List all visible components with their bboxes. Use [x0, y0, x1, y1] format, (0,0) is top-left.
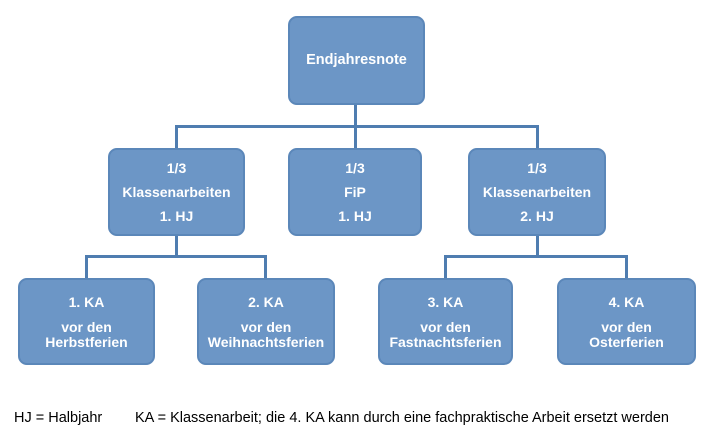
- node-ka1-herbstferien: 1. KA vor den Herbstferien: [18, 278, 155, 365]
- node-endjahresnote: Endjahresnote: [288, 16, 425, 105]
- node-ka2-weihnachtsferien: 2. KA vor den Weihnachtsferien: [197, 278, 335, 365]
- node-line: 1/3: [527, 159, 547, 176]
- connector-level2-drop-ka4: [625, 255, 628, 279]
- connector-branch3-stub: [536, 235, 539, 257]
- node-subtitle-line: vor den: [420, 318, 471, 335]
- node-subtitle-line: vor den: [240, 318, 292, 335]
- connector-level1-drop-left: [175, 125, 178, 149]
- node-line: Klassenarbeiten: [122, 183, 231, 200]
- node-title: 2. KA: [248, 293, 284, 310]
- node-ka4-osterferien: 4. KA vor den Osterferien: [557, 278, 696, 365]
- node-subtitle-line: Fastnachtsferien: [389, 333, 502, 350]
- connector-level1-drop-right: [536, 125, 539, 149]
- node-klassenarbeiten-2hj: 1/3 Klassenarbeiten 2. HJ: [468, 148, 606, 236]
- node-fip-1hj: 1/3 FiP 1. HJ: [288, 148, 422, 236]
- legend-hj-abbreviation: HJ = Halbjahr: [14, 410, 103, 426]
- connector-level2-left-horizontal: [85, 255, 267, 258]
- node-line: 1. HJ: [159, 207, 194, 224]
- node-line: Klassenarbeiten: [482, 183, 592, 200]
- node-line: 2. HJ: [520, 207, 554, 224]
- node-subtitle-line: Osterferien: [589, 333, 664, 350]
- connector-level2-drop-ka2: [264, 255, 267, 279]
- node-label: Endjahresnote: [306, 52, 407, 68]
- node-line: FiP: [344, 183, 366, 200]
- node-title: 3. KA: [427, 293, 464, 310]
- node-line: 1. HJ: [338, 207, 372, 224]
- legend-ka-abbreviation: KA = Klassenarbeit; die 4. KA kann durch…: [135, 410, 669, 426]
- node-line: 1/3: [166, 159, 187, 176]
- node-subtitle-line: vor den: [601, 318, 652, 335]
- node-title: 4. KA: [608, 293, 645, 310]
- node-klassenarbeiten-1hj: 1/3 Klassenarbeiten 1. HJ: [108, 148, 245, 236]
- node-subtitle-line: vor den: [61, 318, 112, 335]
- node-subtitle-line: Weihnachtsferien: [207, 333, 325, 350]
- node-subtitle-line: Herbstferien: [45, 333, 128, 350]
- node-ka3-fastnachtsferien: 3. KA vor den Fastnachtsferien: [378, 278, 513, 365]
- connector-branch1-stub: [175, 235, 178, 257]
- connector-level2-right-horizontal: [444, 255, 626, 258]
- connector-level2-drop-ka3: [444, 255, 447, 279]
- connector-level1-horizontal: [175, 125, 539, 128]
- connector-level2-drop-ka1: [85, 255, 88, 279]
- node-line: 1/3: [345, 159, 365, 176]
- node-title: 1. KA: [68, 293, 105, 310]
